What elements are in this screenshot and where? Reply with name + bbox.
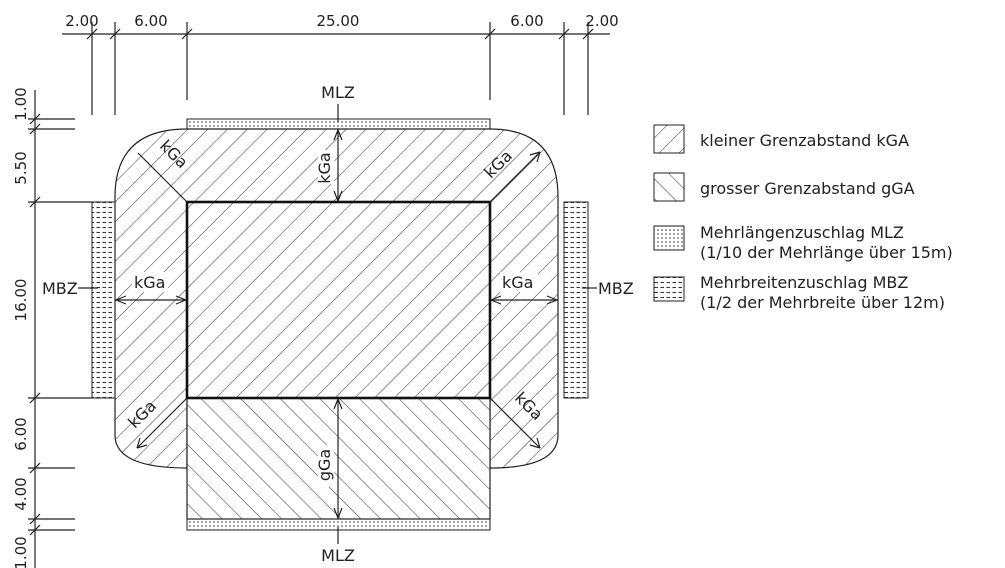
dim-top-3: 25.00 <box>317 12 360 30</box>
kga-label-right: kGa <box>502 273 533 292</box>
legend-label-mlz: Mehrlängenzuschlag MLZ <box>700 223 904 242</box>
dim-top-5: 2.00 <box>585 12 618 30</box>
gga-label-bottom: gGa <box>315 449 334 481</box>
legend-swatch-mlz <box>653 225 685 251</box>
legend-label-large-setback: grosser Grenzabstand gGA <box>700 179 915 198</box>
mbz-label-right: MBZ <box>598 279 634 298</box>
legend-note-mlz: (1/10 der Mehrlänge über 15m) <box>700 243 953 262</box>
legend-swatch-mbz <box>653 276 685 302</box>
dim-top-1: 2.00 <box>65 12 98 30</box>
legend: kleiner Grenzabstand kGA grosser Grenzab… <box>653 124 953 312</box>
mlz-label-top: MLZ <box>321 83 355 102</box>
dim-top-4: 6.00 <box>510 12 543 30</box>
legend-label-mbz: Mehrbreitenzuschlag MBZ <box>700 273 908 292</box>
legend-note-mbz: (1/2 der Mehrbreite über 12m) <box>700 293 945 312</box>
dim-left-1: 1.00 <box>12 87 30 120</box>
legend-label-small-setback: kleiner Grenzabstand kGA <box>700 131 909 150</box>
legend-swatch-small-setback <box>653 124 685 154</box>
top-dimension-line: 2.00 6.00 25.00 6.00 2.00 <box>62 12 619 115</box>
mbz-strip-right <box>563 201 589 399</box>
kga-label-left: kGa <box>134 273 165 292</box>
dim-left-3: 16.00 <box>12 279 30 322</box>
mbz-label-left: MBZ <box>42 279 78 298</box>
mlz-label-bottom: MLZ <box>321 546 355 565</box>
dim-left-6: 1.00 <box>12 536 30 568</box>
dim-left-5: 4.00 <box>12 477 30 510</box>
dim-top-2: 6.00 <box>134 12 167 30</box>
left-dimension-line: 1.00 5.50 16.00 6.00 4.00 1.00 <box>12 87 92 568</box>
setback-arrows <box>78 104 597 544</box>
dim-left-4: 6.00 <box>12 417 30 450</box>
mbz-strip-left <box>91 201 116 399</box>
legend-swatch-large-setback <box>653 172 685 202</box>
dim-left-2: 5.50 <box>12 151 30 184</box>
kga-label-top: kGa <box>315 152 334 183</box>
